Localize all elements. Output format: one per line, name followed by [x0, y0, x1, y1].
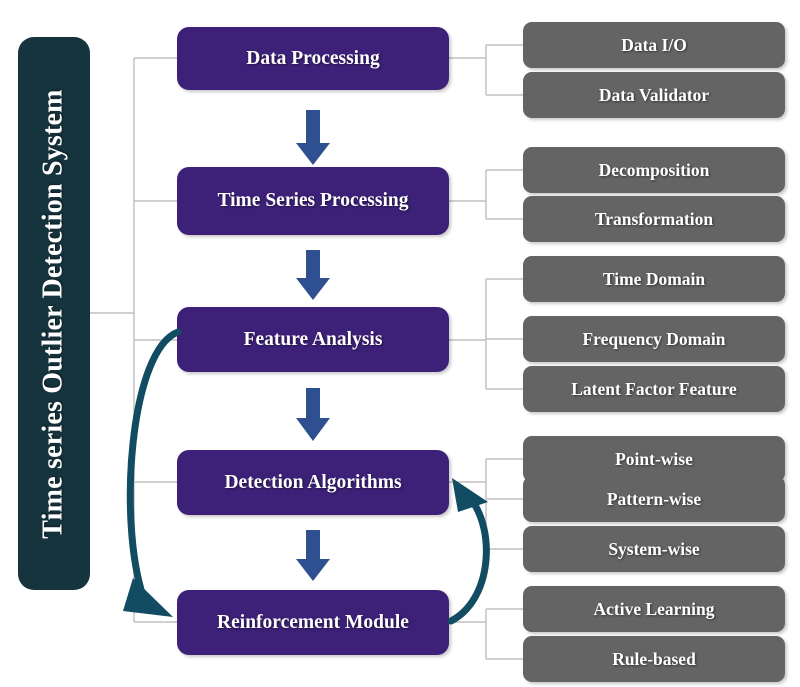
sub-label-data-io: Data I/O [621, 34, 687, 55]
stage-label-time-series-processing: Time Series Processing [217, 190, 409, 211]
sub-label-time-domain: Time Domain [602, 268, 706, 289]
page-title: Time series Outlier Detection System [38, 88, 70, 539]
sub-box-data-validator[interactable]: Data Validator [523, 72, 785, 118]
stage-box-detection-algorithms[interactable]: Detection Algorithms [177, 450, 449, 515]
sub-label-data-validator: Data Validator [598, 84, 710, 105]
sub-box-frequency-domain[interactable]: Frequency Domain [523, 316, 785, 362]
sub-box-system-wise[interactable]: System-wise [523, 526, 785, 572]
sub-label-transformation: Transformation [594, 208, 714, 229]
sub-box-active-learning[interactable]: Active Learning [523, 586, 785, 632]
sub-label-latent-factor-feature: Latent Factor Feature [571, 378, 737, 399]
sub-label-decomposition: Decomposition [598, 159, 710, 180]
stage-box-reinforcement-module[interactable]: Reinforcement Module [177, 590, 449, 655]
sub-label-frequency-domain: Frequency Domain [582, 328, 726, 349]
sub-label-point-wise: Point-wise [615, 448, 693, 469]
sub-box-rule-based[interactable]: Rule-based [523, 636, 785, 682]
sub-label-rule-based: Rule-based [612, 648, 696, 669]
stage-box-data-processing[interactable]: Data Processing [177, 27, 449, 90]
sub-box-transformation[interactable]: Transformation [523, 196, 785, 242]
stage-label-detection-algorithms: Detection Algorithms [224, 471, 402, 493]
sub-box-data-io[interactable]: Data I/O [523, 22, 785, 68]
sub-box-point-wise[interactable]: Point-wise [523, 436, 785, 482]
stage-label-feature-analysis: Feature Analysis [243, 328, 383, 350]
stage-label-reinforcement-module: Reinforcement Module [217, 611, 409, 633]
sub-box-pattern-wise[interactable]: Pattern-wise [523, 476, 785, 522]
sub-label-pattern-wise: Pattern-wise [606, 488, 702, 509]
system-title-box: Time series Outlier Detection System [18, 37, 90, 590]
sub-label-system-wise: System-wise [608, 538, 700, 559]
sub-box-latent-factor-feature[interactable]: Latent Factor Feature [523, 366, 785, 412]
stage-label-data-processing: Data Processing [246, 47, 380, 69]
sub-box-decomposition[interactable]: Decomposition [523, 147, 785, 193]
sub-box-time-domain[interactable]: Time Domain [523, 256, 785, 302]
sub-label-active-learning: Active Learning [593, 598, 715, 619]
stage-box-time-series-processing[interactable]: Time Series Processing [177, 167, 449, 235]
stage-box-feature-analysis[interactable]: Feature Analysis [177, 307, 449, 372]
